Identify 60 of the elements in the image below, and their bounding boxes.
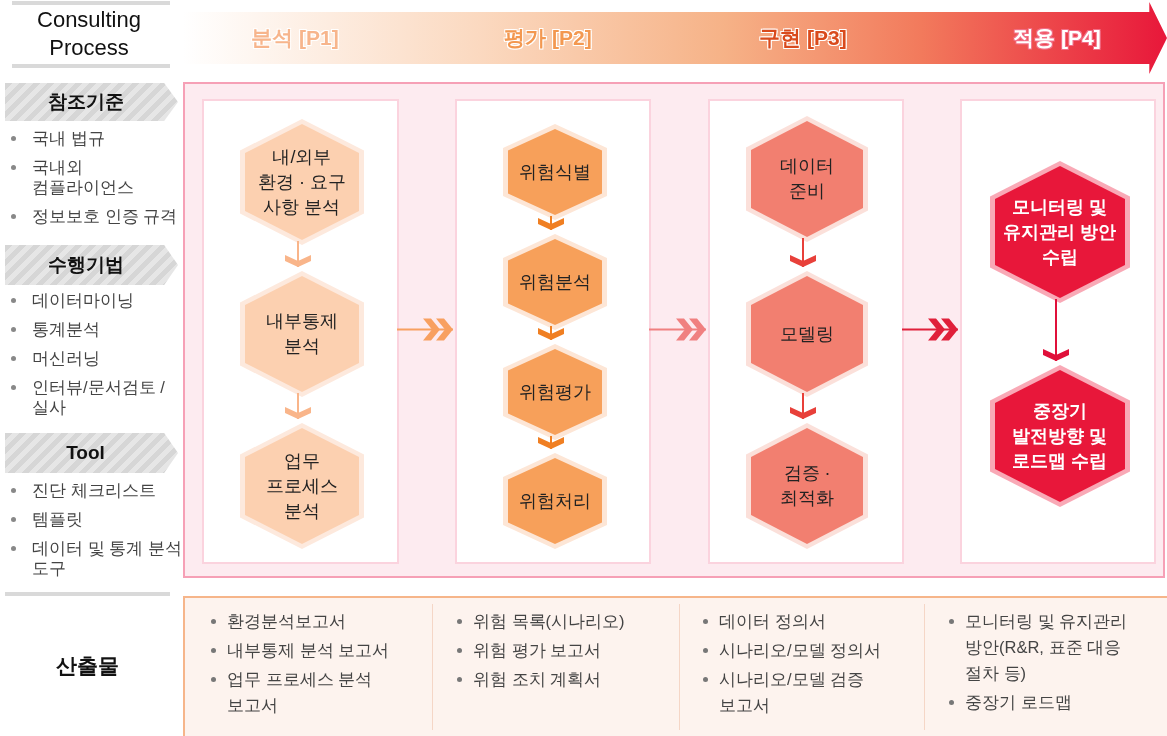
list-item: 데이터마이닝 [8, 290, 168, 310]
deliverable-item: 시나리오/모델 검증 보고서 [693, 666, 898, 718]
step-label: 내부통제 분석 [265, 310, 339, 358]
list-item: 데이터 및 통계 분석 도구 [8, 538, 186, 578]
list-item: 통계분석 [8, 319, 168, 339]
list-item: 진단 체크리스트 [8, 480, 186, 500]
step-label: 모델링 [779, 322, 835, 346]
phase-label: 분석 [P1] [251, 25, 339, 51]
category-tab: Tool [5, 433, 178, 473]
list-item: 템플릿 [8, 509, 186, 529]
category-tab: 수행기법 [5, 245, 178, 285]
step-hexagon [503, 234, 607, 330]
category-tab: 참조기준 [5, 83, 178, 121]
step-label: 위험평가 [518, 380, 592, 404]
step-hexagon [746, 116, 868, 242]
step-hexagon [746, 271, 868, 397]
phase-panel [202, 99, 399, 564]
row-heading: 산출물 [55, 653, 120, 679]
step-hexagon [990, 365, 1130, 507]
deliverable-item: 데이터 정의서 [693, 608, 898, 634]
deliverable-item: 환경분석보고서 [201, 608, 406, 634]
deliverable-item: 위험 목록(시나리오) [447, 608, 652, 634]
step-label: 업무 프로세스 분석 [265, 449, 339, 523]
step-hexagon [240, 119, 364, 245]
step-label: 위험분석 [518, 270, 592, 294]
phase-panel [455, 99, 651, 564]
list-item: 국내 법규 [8, 128, 183, 148]
step-label: 중장기 발전방향 및 로드맵 수립 [1011, 399, 1109, 473]
step-label: 모니터링 및 유지관리 방안 수립 [1002, 195, 1118, 269]
step-label: 데이터 준비 [779, 155, 835, 203]
step-label: 위험처리 [518, 489, 592, 513]
deliverable-item: 시나리오/모델 정의서 [693, 637, 898, 663]
deliverable-item: 중장기 로드맵 [939, 689, 1144, 715]
process-area [183, 82, 1165, 578]
deliverable-item: 업무 프로세스 분석 보고서 [201, 666, 406, 718]
process-title: Consulting Process [36, 6, 142, 62]
step-hexagon [240, 423, 364, 549]
phase-label: 적용 [P4] [1013, 25, 1101, 51]
step-hexagon [990, 161, 1130, 303]
step-hexagon [503, 453, 607, 549]
step-hexagon [240, 271, 364, 397]
step-label: 검증 ·최적화 [779, 462, 835, 510]
phase-label: 구현 [P3] [759, 25, 847, 51]
phase-panel [960, 99, 1156, 564]
step-label: 내/외부 환경 · 요구 사항 분석 [257, 145, 347, 219]
phase-panel [708, 99, 904, 564]
deliverables-panel [183, 596, 1167, 736]
step-hexagon [503, 344, 607, 440]
list-item: 머신러닝 [8, 348, 168, 368]
phase-label: 평가 [P2] [504, 25, 592, 51]
step-label: 위험식별 [518, 160, 592, 184]
deliverable-item: 내부통제 분석 보고서 [201, 637, 406, 663]
step-hexagon [746, 423, 868, 549]
deliverable-item: 위험 조치 계획서 [447, 666, 652, 692]
list-item: 정보보호 인증 규격 [8, 206, 183, 226]
deliverable-item: 위험 평가 보고서 [447, 637, 652, 663]
list-item: 국내외 컴플라이언스 [8, 157, 183, 197]
step-hexagon [503, 124, 607, 220]
list-item: 인터뷰/문서검토 /실사 [8, 377, 168, 417]
deliverable-item: 모니터링 및 유지관리 방안(R&R, 표준 대응 절차 등) [939, 608, 1144, 686]
